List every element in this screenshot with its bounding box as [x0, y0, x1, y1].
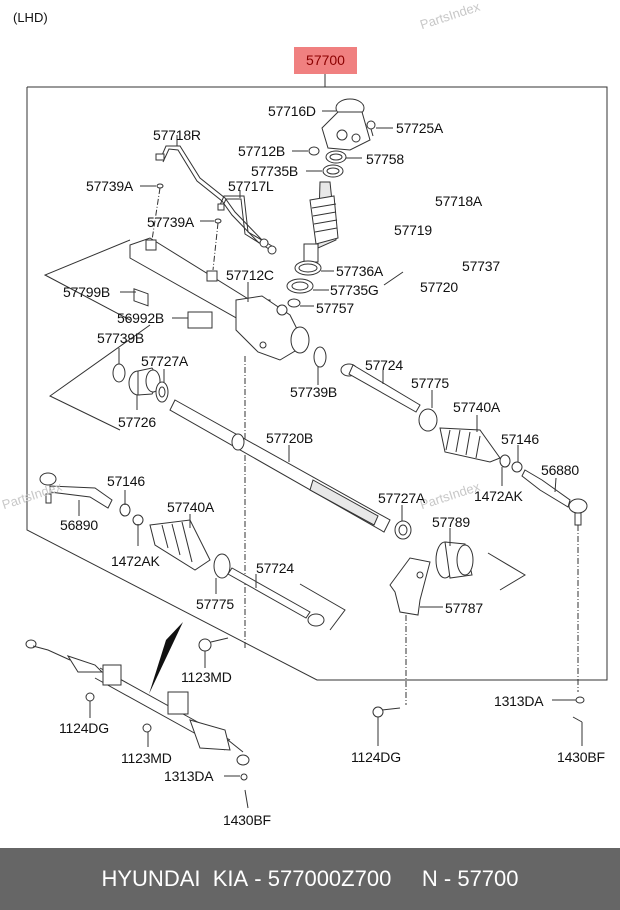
part-label[interactable]: 57789: [432, 514, 470, 530]
part-label[interactable]: 57799B: [63, 284, 111, 300]
part-label[interactable]: 57736A: [336, 263, 384, 279]
part-label[interactable]: 1313DA: [494, 693, 544, 709]
part-label[interactable]: 57740A: [453, 399, 501, 415]
main-part-callout[interactable]: 57700: [294, 47, 357, 74]
part-label[interactable]: 57718R: [153, 127, 201, 143]
ref-number: 57700: [457, 866, 519, 891]
mount-bracket-drawing: [389, 557, 431, 616]
boot-left-drawing: [149, 519, 231, 579]
part-label[interactable]: 57735B: [251, 163, 299, 179]
rack-bar-drawing: [169, 399, 391, 533]
part-label[interactable]: 57716D: [268, 103, 316, 119]
part-label[interactable]: 57727A: [378, 490, 426, 506]
part-label[interactable]: 1123MD: [181, 669, 232, 685]
part-label[interactable]: 57727A: [141, 353, 189, 369]
part-label[interactable]: 57717L: [228, 178, 274, 194]
part-label[interactable]: 57712B: [238, 143, 286, 159]
ref-prefix: N: [421, 866, 438, 891]
boot-right-drawing: [439, 427, 501, 463]
pinion-shaft-drawing: [303, 181, 339, 263]
part-label[interactable]: 57712C: [226, 267, 274, 283]
part-label[interactable]: 57718A: [435, 193, 483, 209]
pipe-lines-drawing: [155, 145, 277, 255]
part-label[interactable]: 57758: [366, 151, 404, 167]
part-label[interactable]: 57720B: [266, 430, 314, 446]
part-label[interactable]: 57737: [462, 258, 500, 274]
part-info-footer: HYUNDAI KIA - 577000Z700 N - 57700: [0, 848, 620, 910]
brand-name: HYUNDAI KIA: [101, 866, 249, 891]
diagram-drawing: [25, 74, 608, 809]
part-label[interactable]: 1124DG: [351, 749, 401, 765]
mount-bushing-drawing: [435, 541, 474, 579]
part-label[interactable]: 57739B: [290, 384, 338, 400]
assembled-rack-thumbnail: [25, 639, 250, 766]
assembly-frame: [26, 86, 608, 681]
part-label[interactable]: 1472AK: [474, 488, 523, 504]
part-label[interactable]: 57775: [411, 375, 449, 391]
tie-rod-end-right-drawing: [521, 469, 588, 526]
part-label[interactable]: 57725A: [396, 120, 444, 136]
part-label[interactable]: 1124DG: [59, 720, 109, 736]
part-label[interactable]: 1313DA: [164, 768, 214, 784]
part-label[interactable]: 1123MD: [121, 750, 172, 766]
parts-diagram: (LHD) PartsIndex PartsIndex PartsIndex 5…: [0, 0, 608, 828]
part-label[interactable]: 57720: [420, 279, 458, 295]
assembly-pointer-arrow: [149, 622, 183, 694]
part-label[interactable]: 1430BF: [223, 812, 271, 828]
part-label[interactable]: 57739A: [147, 214, 195, 230]
part-label[interactable]: 1430BF: [557, 749, 605, 765]
part-label[interactable]: 57146: [501, 431, 539, 447]
part-label[interactable]: 57724: [365, 357, 403, 373]
part-label[interactable]: 57739A: [86, 178, 134, 194]
bolt-57725A-drawing: [366, 120, 376, 137]
part-label[interactable]: 56992B: [117, 310, 165, 326]
separator: -: [248, 866, 268, 891]
inner-tie-rod-right-drawing: [340, 363, 421, 413]
part-number: 577000Z700: [267, 866, 392, 891]
part-label[interactable]: 57146: [107, 473, 145, 489]
part-label[interactable]: 57735G: [330, 282, 379, 298]
spacer: [391, 866, 422, 892]
part-label[interactable]: 56880: [541, 462, 579, 478]
separator: -: [437, 866, 458, 891]
rack-housing-drawing: [129, 237, 310, 361]
part-label[interactable]: 57757: [316, 300, 354, 316]
tie-rod-end-left-drawing: [39, 472, 113, 509]
inner-tie-rod-left-drawing: [227, 567, 325, 627]
part-label[interactable]: 57726: [118, 414, 156, 430]
part-label[interactable]: 57719: [394, 222, 432, 238]
part-label[interactable]: 56890: [60, 517, 98, 533]
part-label[interactable]: 1472AK: [111, 553, 160, 569]
part-label[interactable]: 57775: [196, 596, 234, 612]
part-label[interactable]: 57787: [445, 600, 483, 616]
part-label[interactable]: 57740A: [167, 499, 215, 515]
part-label[interactable]: 57739B: [97, 330, 145, 346]
valve-housing-drawing: [321, 98, 371, 151]
rack-bushing-drawing: [128, 367, 161, 396]
part-label[interactable]: 57724: [256, 560, 294, 576]
variant-label: (LHD): [13, 10, 48, 25]
